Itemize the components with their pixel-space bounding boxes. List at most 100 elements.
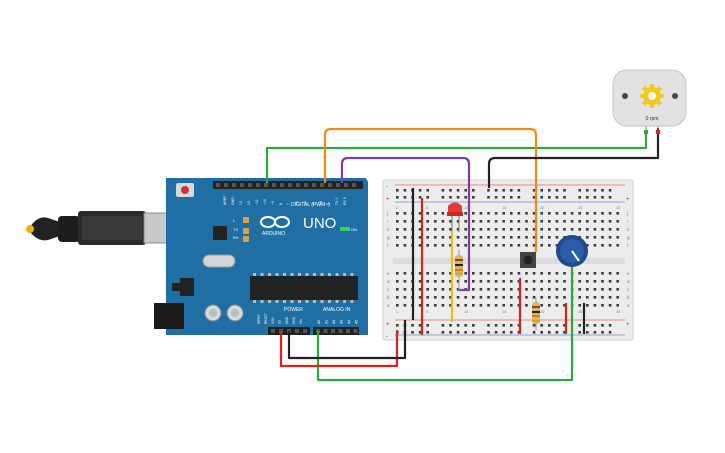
header-pin[interactable] bbox=[312, 183, 316, 187]
led-label-tx: TX bbox=[233, 227, 238, 232]
wire-green-pin13-motor[interactable] bbox=[265, 130, 648, 183]
row-letter: c bbox=[627, 287, 630, 292]
row-letter: g bbox=[627, 235, 630, 240]
row-letter: d bbox=[627, 279, 630, 284]
analog-pin-label: A5 bbox=[355, 320, 359, 324]
wire-purple-pin3-led[interactable] bbox=[340, 156, 471, 292]
header-pin[interactable] bbox=[323, 329, 328, 333]
top-pin-label: ~9 bbox=[271, 201, 275, 205]
usb-cable bbox=[26, 211, 175, 245]
top-pin-label: AREF bbox=[223, 196, 227, 205]
rail-plus-bottom: + bbox=[386, 322, 390, 328]
header-pin[interactable] bbox=[331, 329, 335, 333]
header-pin[interactable] bbox=[280, 183, 284, 187]
header-pin[interactable] bbox=[248, 183, 252, 187]
header-pin[interactable] bbox=[303, 329, 307, 333]
header-pin[interactable] bbox=[353, 329, 358, 333]
header-pin[interactable] bbox=[240, 183, 244, 187]
led[interactable] bbox=[447, 202, 463, 233]
row-letter: c bbox=[387, 287, 390, 292]
column-number: 15 bbox=[502, 310, 506, 314]
gear-icon bbox=[640, 84, 664, 108]
column-number: 30 bbox=[616, 206, 620, 210]
analog-pin-label: A1 bbox=[325, 320, 329, 324]
rail-minus-bottom: - bbox=[386, 334, 388, 340]
dc-motor[interactable]: 0 rpm bbox=[612, 69, 687, 134]
wire-red-5v[interactable] bbox=[279, 330, 399, 368]
analog-pin-label: A0 bbox=[317, 320, 321, 324]
row-letter: a bbox=[387, 303, 390, 308]
header-pin[interactable] bbox=[232, 183, 236, 187]
power-pin-label: GND bbox=[285, 316, 289, 324]
column-number: 25 bbox=[578, 310, 582, 314]
header-pin[interactable] bbox=[271, 329, 275, 333]
row-letter: f bbox=[627, 243, 629, 248]
header-pin[interactable] bbox=[336, 183, 340, 187]
wire-green-a0-pot[interactable] bbox=[316, 265, 574, 382]
column-number: 30 bbox=[616, 310, 620, 314]
rail-plus-top: + bbox=[386, 197, 390, 203]
header-pin[interactable] bbox=[295, 329, 299, 333]
power-led bbox=[340, 227, 350, 231]
column-number: 15 bbox=[502, 206, 506, 210]
resistor-button[interactable] bbox=[532, 298, 540, 330]
header-pin[interactable] bbox=[264, 183, 268, 187]
header-pin[interactable] bbox=[352, 183, 356, 187]
row-letter: g bbox=[387, 235, 390, 240]
wire-black-gnd[interactable] bbox=[287, 320, 407, 360]
header-pin[interactable] bbox=[216, 183, 220, 187]
wires bbox=[265, 127, 660, 382]
header-pin[interactable] bbox=[338, 329, 343, 333]
header-pin[interactable] bbox=[224, 183, 228, 187]
header-pin[interactable] bbox=[346, 329, 350, 333]
column-number: 20 bbox=[540, 206, 544, 210]
power-label: POWER bbox=[284, 307, 303, 313]
row-letter: b bbox=[627, 295, 630, 300]
led-label-l: L bbox=[233, 218, 236, 223]
potentiometer-knob-icon[interactable] bbox=[556, 235, 588, 267]
column-number: 1 bbox=[396, 206, 398, 210]
row-letter: i bbox=[627, 219, 628, 224]
header-pin[interactable] bbox=[328, 183, 332, 187]
top-pin-label: ~5 bbox=[303, 201, 307, 205]
wire-black-motor-rail[interactable] bbox=[487, 128, 660, 188]
power-pin-label: 5V bbox=[278, 319, 282, 324]
header-pin[interactable] bbox=[296, 183, 300, 187]
arduino-brand: UNO bbox=[303, 215, 336, 232]
analog-header bbox=[313, 327, 359, 335]
power-pin-label: Vin bbox=[299, 319, 303, 324]
row-letter: j bbox=[386, 211, 388, 216]
header-pin[interactable] bbox=[344, 183, 348, 187]
header-pin[interactable] bbox=[256, 183, 260, 187]
resistor-led[interactable] bbox=[455, 250, 463, 290]
header-pin[interactable] bbox=[304, 183, 308, 187]
atmega-chip bbox=[250, 276, 358, 300]
column-number: 25 bbox=[578, 206, 582, 210]
on-label: ON bbox=[351, 227, 357, 232]
led-label-rx: RX bbox=[233, 235, 239, 240]
header-pin[interactable] bbox=[272, 183, 276, 187]
top-pin-label: ~10 bbox=[263, 199, 267, 205]
top-pin-label: ~3 bbox=[319, 201, 323, 205]
column-number: 20 bbox=[540, 310, 544, 314]
power-pin-label: GND bbox=[292, 316, 296, 324]
column-number: 5 bbox=[426, 310, 428, 314]
column-number: 1 bbox=[396, 310, 398, 314]
analog-pin-label: A3 bbox=[340, 320, 344, 324]
row-letter: e bbox=[627, 271, 630, 276]
power-pin-label: IOREF bbox=[257, 314, 261, 324]
top-pin-label: 2 bbox=[327, 203, 331, 205]
pushbutton[interactable] bbox=[520, 252, 536, 268]
header-pin[interactable] bbox=[288, 183, 292, 187]
top-pin-label: 13 bbox=[239, 201, 243, 205]
arduino-sub-brand: ARDUINO bbox=[262, 231, 285, 237]
power-pin-label: RESET bbox=[264, 313, 268, 324]
header-pin[interactable] bbox=[320, 183, 324, 187]
wire-orange-pin5-pot[interactable] bbox=[323, 127, 538, 252]
row-letter: j bbox=[626, 211, 628, 216]
top-pin-label: 4 bbox=[311, 203, 315, 205]
rail-plus-top-right: + bbox=[626, 197, 630, 203]
